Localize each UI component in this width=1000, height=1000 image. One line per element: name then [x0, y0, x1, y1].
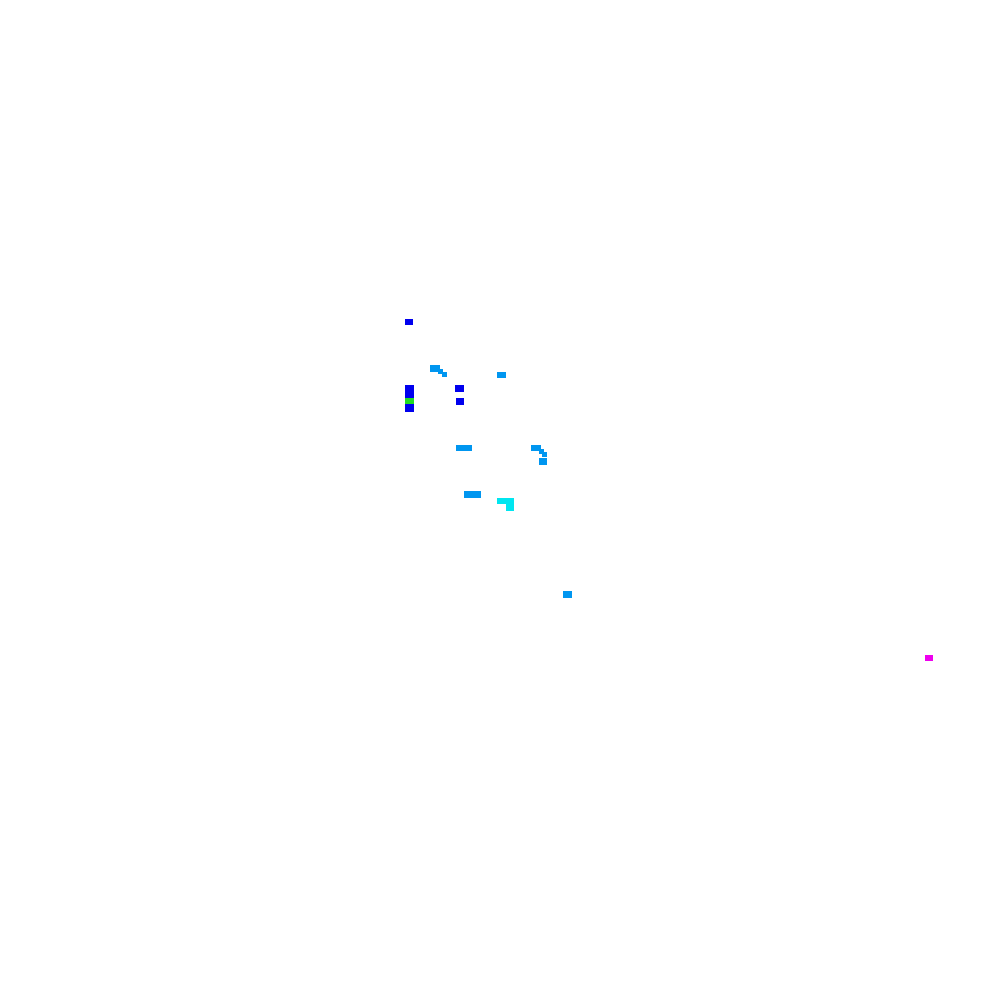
sky-blue-mark: [430, 365, 440, 372]
sky-blue-mark: [531, 445, 541, 451]
sky-blue-mark: [438, 369, 443, 374]
green-mark: [405, 398, 414, 404]
magenta-mark: [925, 655, 933, 661]
sky-blue-mark: [456, 445, 472, 451]
cyan-mark: [497, 498, 514, 504]
sky-blue-mark: [497, 372, 506, 378]
dark-blue-mark: [456, 398, 464, 405]
sky-blue-mark: [539, 458, 547, 465]
dark-blue-mark: [405, 319, 413, 325]
sky-blue-mark: [539, 449, 544, 454]
sky-blue-mark: [563, 591, 572, 598]
dark-blue-mark: [455, 385, 464, 392]
dark-blue-mark: [405, 385, 414, 398]
sky-blue-mark: [464, 491, 481, 498]
dark-blue-mark: [405, 404, 414, 412]
sky-blue-mark: [442, 372, 447, 377]
sky-blue-mark: [542, 452, 547, 457]
cyan-mark: [506, 504, 514, 511]
